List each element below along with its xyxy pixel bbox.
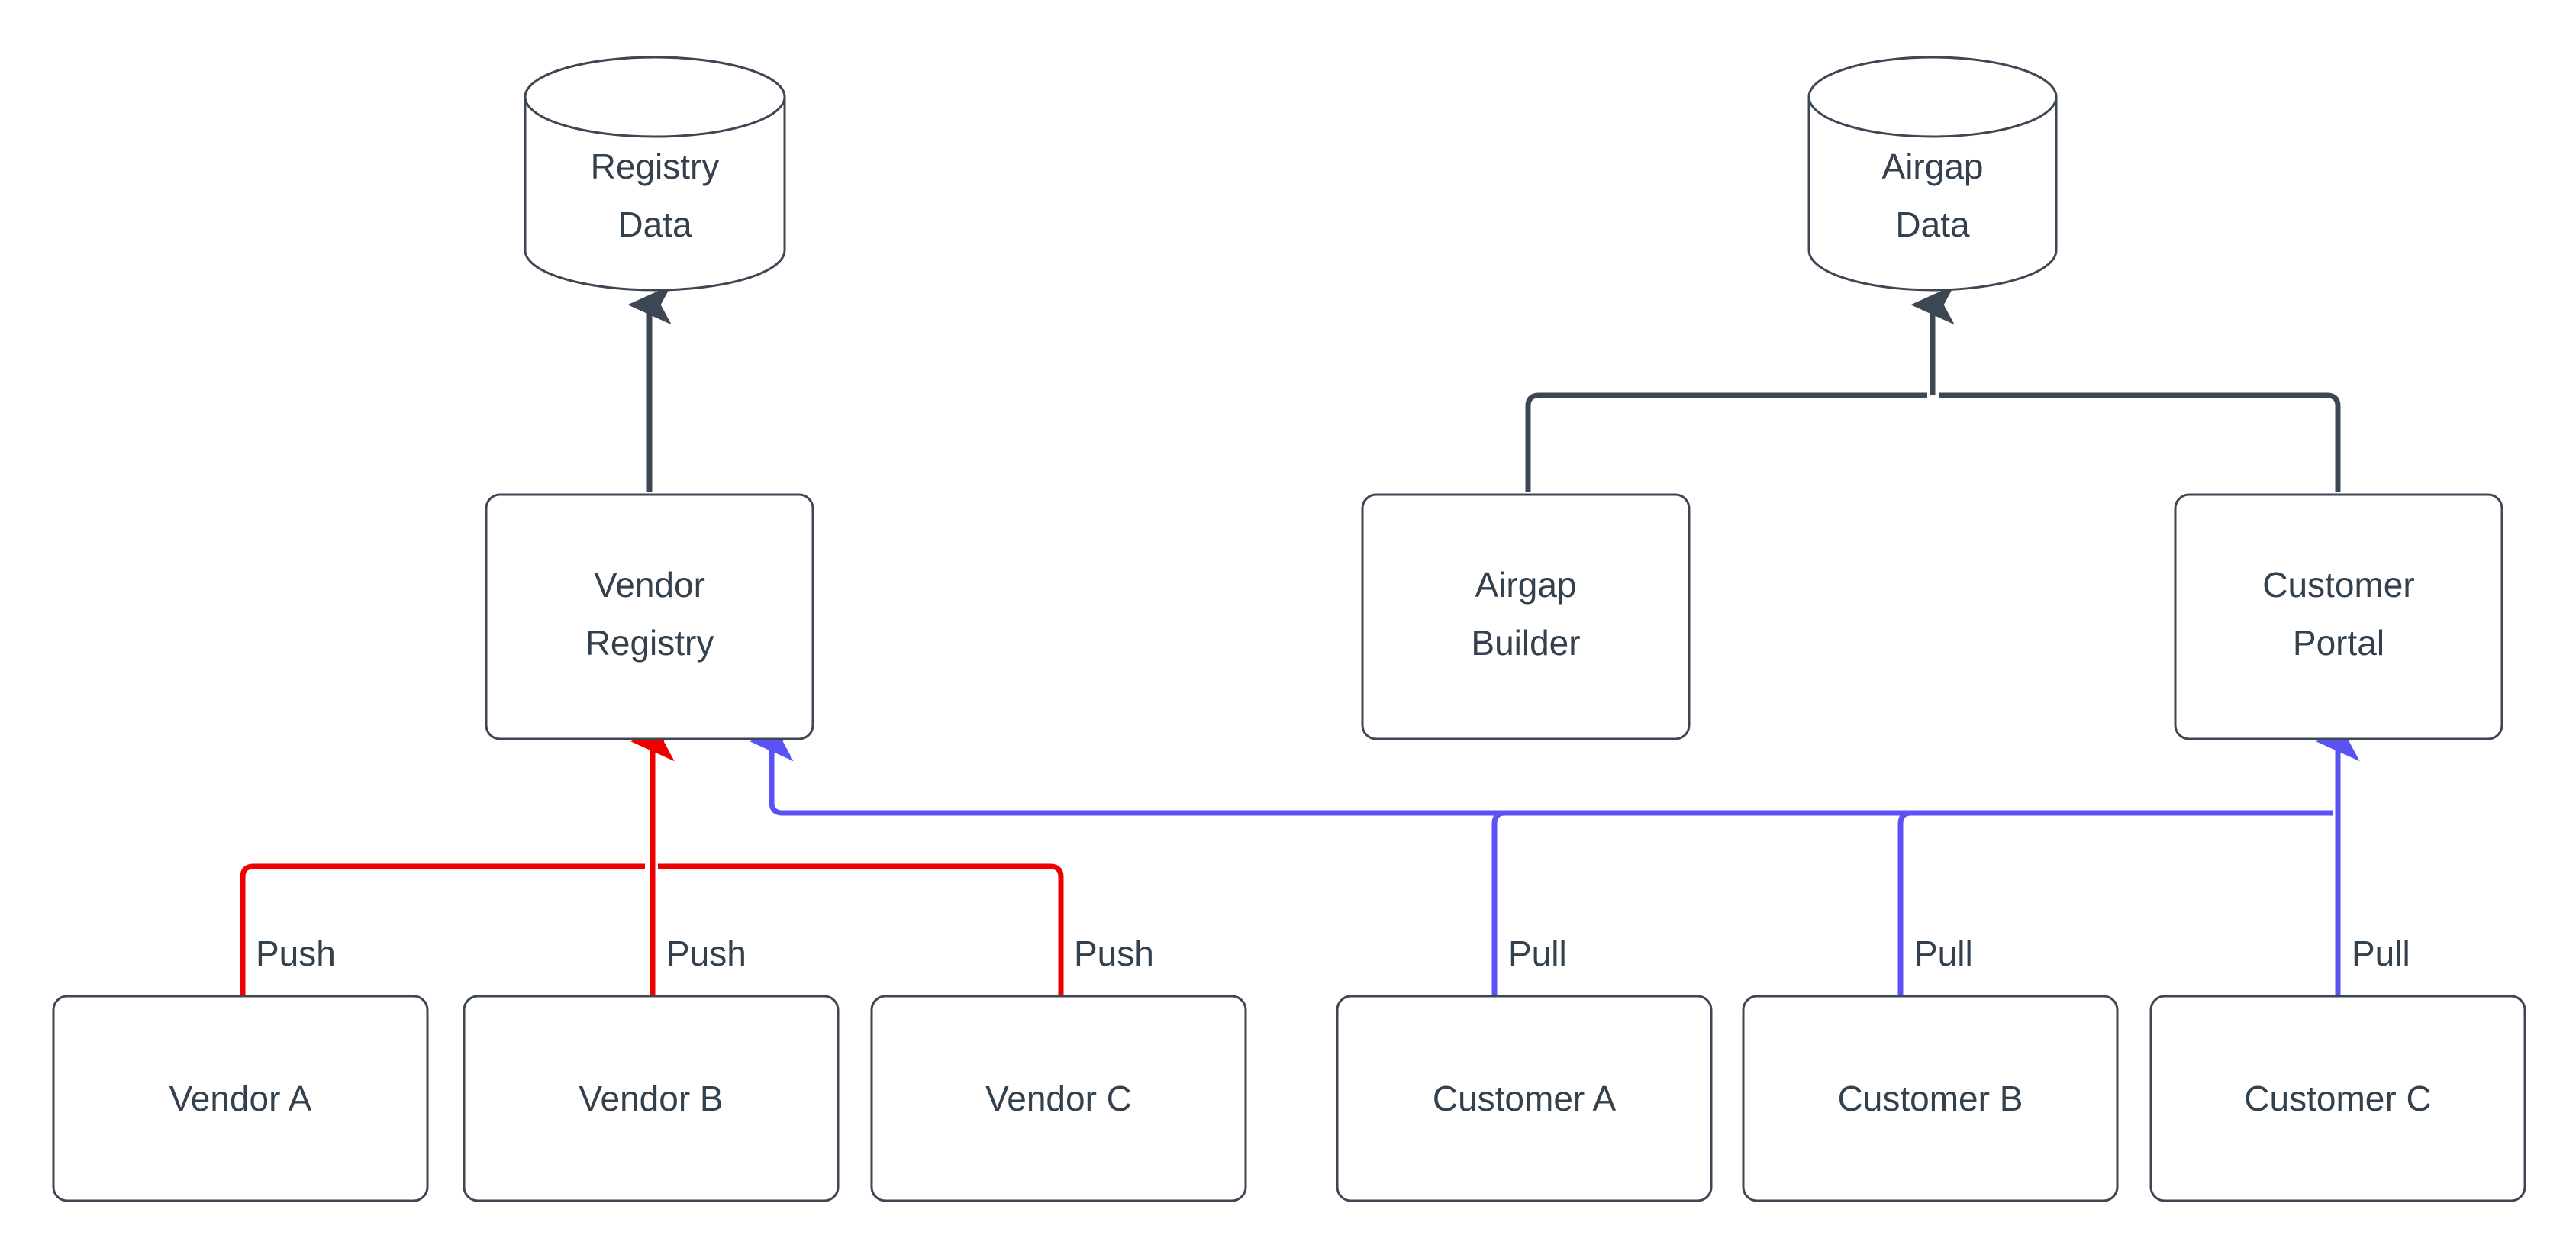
customer-c-label: Customer C: [2244, 1079, 2431, 1118]
airgap-builder-label-line1: Airgap: [1475, 565, 1577, 605]
edge-label-pull-customer-b: Pull: [1914, 934, 1973, 973]
node-airgap-data[interactable]: Airgap Data: [1807, 56, 2058, 292]
edge-label-group: Push Push Push Pull Pull Pull: [256, 934, 2410, 973]
node-vendor-b[interactable]: Vendor B: [463, 995, 840, 1202]
edge-customer-a-pull[interactable]: [1491, 810, 2333, 996]
airgap-data-label-line2: Data: [1895, 205, 1970, 244]
node-vendor-a[interactable]: Vendor A: [52, 995, 429, 1202]
registry-data-cylinder-top: [524, 56, 786, 138]
airgap-builder-box: [1361, 493, 1691, 740]
customer-portal-label-line2: Portal: [2293, 623, 2384, 663]
vendor-registry-label-line1: Vendor: [594, 565, 705, 605]
vendor-registry-box: [485, 493, 814, 740]
customer-portal-box: [2174, 493, 2503, 740]
vendor-b-label: Vendor B: [579, 1079, 723, 1118]
node-customer-a[interactable]: Customer A: [1336, 995, 1713, 1202]
vendor-b-box: [463, 995, 840, 1202]
edge-group-push: [240, 721, 1064, 996]
customer-a-box: [1336, 995, 1713, 1202]
edge-label-push-vendor-c: Push: [1074, 934, 1154, 973]
registry-data-label-line1: Registry: [591, 147, 720, 186]
customer-a-label: Customer A: [1433, 1079, 1617, 1118]
airgap-builder-label-line2: Builder: [1471, 623, 1580, 663]
node-customer-portal[interactable]: Customer Portal: [2174, 493, 2503, 740]
vendor-a-box: [52, 995, 429, 1202]
edge-label-pull-customer-c: Pull: [2352, 934, 2410, 973]
node-vendor-registry[interactable]: Vendor Registry: [485, 493, 814, 740]
edge-label-push-vendor-a: Push: [256, 934, 336, 973]
customer-b-box: [1742, 995, 2119, 1202]
registry-data-label-line2: Data: [617, 205, 692, 244]
edge-vendor-c-push[interactable]: [658, 863, 1064, 996]
node-customer-c[interactable]: Customer C: [2149, 995, 2526, 1202]
airgap-data-cylinder-top: [1807, 56, 2058, 138]
edge-customer-portal-to-airgap-data[interactable]: [1939, 392, 2341, 492]
vendor-c-box: [870, 995, 1247, 1202]
customer-portal-label-line1: Customer: [2262, 565, 2414, 605]
node-airgap-builder[interactable]: Airgap Builder: [1361, 493, 1691, 740]
vendor-a-label: Vendor A: [169, 1079, 312, 1118]
edge-group-dark: [627, 285, 2341, 492]
edge-vendor-a-push[interactable]: [240, 863, 645, 996]
edge-label-push-vendor-b: Push: [666, 934, 746, 973]
edge-pull-bus-to-vendor-registry[interactable]: [769, 767, 2333, 816]
vendor-registry-label-line2: Registry: [585, 623, 714, 663]
vendor-c-label: Vendor C: [985, 1079, 1132, 1118]
airgap-data-label-line1: Airgap: [1882, 147, 1984, 186]
node-vendor-c[interactable]: Vendor C: [870, 995, 1247, 1202]
edge-label-pull-customer-a: Pull: [1508, 934, 1567, 973]
edge-airgap-builder-to-airgap-data[interactable]: [1525, 392, 1927, 492]
node-customer-b[interactable]: Customer B: [1742, 995, 2119, 1202]
customer-c-box: [2149, 995, 2526, 1202]
node-registry-data[interactable]: Registry Data: [524, 56, 786, 292]
customer-b-label: Customer B: [1838, 1079, 2023, 1118]
edge-group-pull: [750, 721, 2360, 996]
